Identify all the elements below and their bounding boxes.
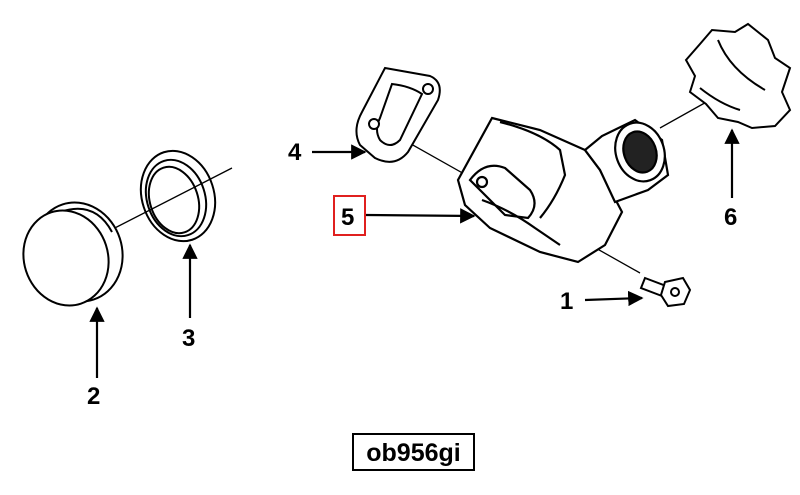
callout-leaders <box>89 128 740 378</box>
callout-5: 5 <box>341 204 354 231</box>
callout-6: 6 <box>724 204 737 231</box>
callout-1: 1 <box>560 288 573 315</box>
cap-icon <box>22 201 124 307</box>
callout-2: 2 <box>87 383 100 410</box>
figure-code-box <box>352 433 475 471</box>
gasket-icon <box>355 66 441 163</box>
leader-5 <box>365 208 476 224</box>
bolt-icon <box>639 276 692 308</box>
o-ring-icon <box>139 149 217 243</box>
knob-icon <box>684 22 792 130</box>
elbow-housing-icon <box>456 116 670 264</box>
callout-3: 3 <box>182 325 195 352</box>
highlight-box-5 <box>333 195 366 236</box>
callout-4: 4 <box>288 139 302 166</box>
leader-1 <box>584 290 644 307</box>
figure-code: ob956gi <box>366 439 460 467</box>
